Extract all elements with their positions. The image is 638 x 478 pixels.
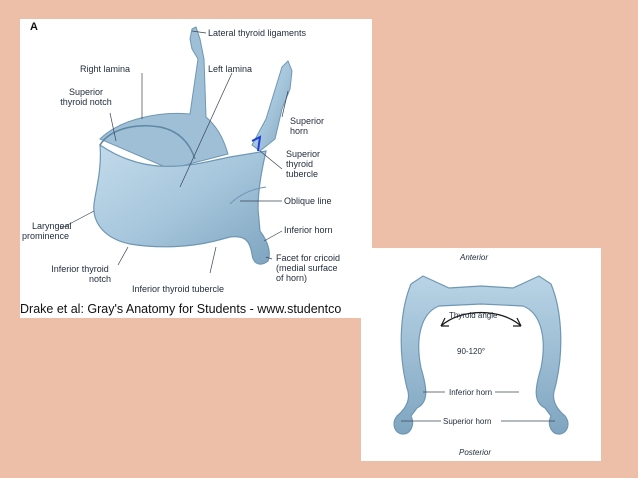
label-laryngeal-prominence: Laryngeal prominence — [22, 221, 72, 241]
label-oblique-line: Oblique line — [284, 196, 332, 206]
label-superior-horn: Superior horn — [443, 417, 492, 426]
label-line: thyroid notch — [60, 97, 112, 107]
label-posterior: Posterior — [459, 448, 492, 457]
thyroid-cartilage-lateral-illustration — [59, 26, 293, 274]
label-anterior: Anterior — [460, 253, 489, 262]
label-inferior-thyroid-tubercle: Inferior thyroid tubercle — [132, 284, 225, 294]
label-line: Facet for cricoid — [276, 253, 341, 263]
label-line: notch — [88, 274, 112, 284]
label-line: thyroid — [286, 159, 314, 169]
thyroid-cartilage-lateral-figure: A Lateral thyroid ligaments Right lamina… — [20, 19, 372, 318]
label-lateral-thyroid-ligaments: Lateral thyroid ligaments — [208, 28, 307, 38]
label-superior-horn: Superior horn — [290, 116, 324, 136]
label-superior-thyroid-notch: Superior thyroid notch — [46, 87, 126, 107]
label-line: (medial surface — [276, 263, 338, 273]
label-angle-value: 90-120° — [457, 347, 486, 356]
label-right-lamina: Right lamina — [80, 64, 131, 74]
label-line: horn — [290, 126, 309, 136]
label-inferior-horn: Inferior horn — [284, 225, 333, 235]
label-line: Laryngeal — [32, 221, 72, 231]
label-line: Inferior thyroid — [51, 264, 109, 274]
label-line: Superior — [68, 87, 104, 97]
label-line: prominence — [22, 231, 70, 241]
label-line: of horn) — [276, 273, 308, 283]
label-left-lamina: Left lamina — [208, 64, 253, 74]
thyroid-cartilage-superior-illustration — [393, 275, 569, 435]
figure-caption: Drake et al: Gray's Anatomy for Students… — [20, 302, 342, 316]
label-line: Superior — [286, 149, 321, 159]
label-thyroid-angle: Thyroid angle — [449, 311, 498, 320]
label-inferior-thyroid-notch: Inferior thyroid notch — [38, 264, 122, 284]
thyroid-cartilage-superior-figure: Anterior Thyroid angle 90-120° Inferior … — [361, 248, 601, 461]
label-line: tubercle — [286, 169, 319, 179]
panel-letter-a: A — [30, 21, 38, 33]
label-superior-thyroid-tubercle: Superior thyroid tubercle — [286, 149, 320, 179]
label-line: Superior — [290, 116, 325, 126]
label-facet-for-cricoid: Facet for cricoid (medial surface of hor… — [276, 253, 340, 283]
label-inferior-horn: Inferior horn — [449, 388, 493, 397]
